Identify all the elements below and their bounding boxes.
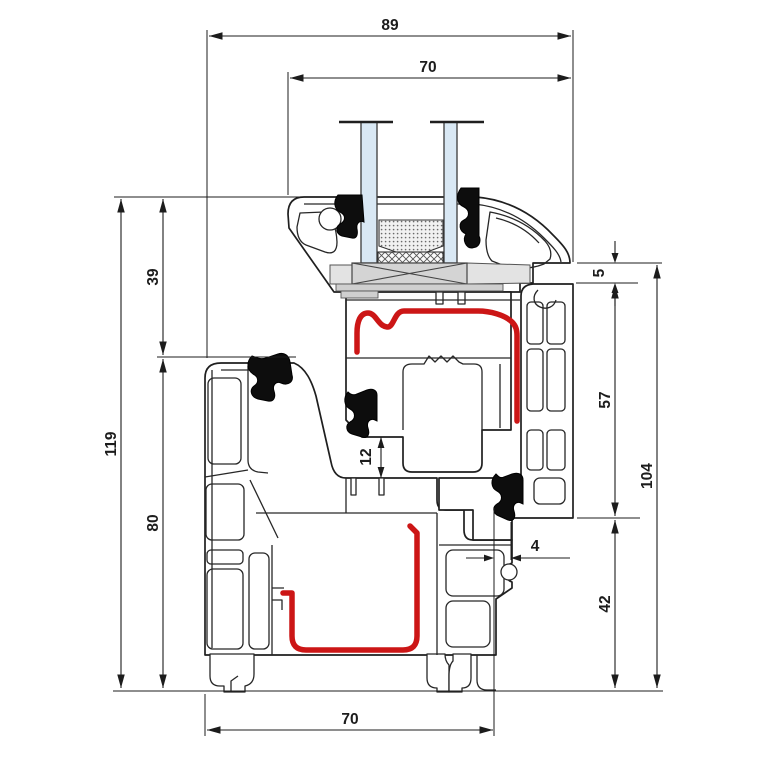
dimension-annotations: 89 70 119 39 80 5 [103,17,663,736]
glazing-gasket-inner [456,187,481,249]
dim-label-5: 5 [591,268,608,277]
frame-top-hook [533,289,557,309]
reinforcement-outline-red [280,523,420,653]
dimension-left-lower: 80 [145,359,167,688]
dimension-top-inner: 70 [290,59,571,82]
spacer-seal [377,251,444,264]
dim-label-119: 119 [103,431,120,456]
hardware-groove [402,355,483,430]
bead-boss [318,207,342,231]
dim-label-42: 42 [597,595,614,612]
dimension-left-overall: 119 [103,199,125,688]
center-seal-red [354,308,520,424]
frame-profile [204,283,574,693]
dim-label-70-bottom: 70 [341,711,358,728]
dimension-top-outer: 89 [209,17,571,40]
dim-label-70-top: 70 [419,59,436,76]
seal-lines [280,308,520,653]
dim-label-4: 4 [531,538,540,555]
screw-port-notch [500,563,518,581]
glazing-bridge-step [340,290,379,299]
center-gasket [344,388,378,438]
dim-label-104: 104 [639,463,656,489]
dimension-left-upper: 39 [145,199,167,355]
dimension-right-middle: 57 [597,285,619,516]
spacer-desiccant [378,219,444,253]
setting-block-left [329,264,353,285]
frame-foot-right [448,653,472,693]
glazing-bridge [335,283,504,292]
gaskets [247,187,524,521]
dimension-rebate-12: 12 [358,437,385,478]
sash-bottom-rail [345,291,512,473]
dimension-bottom: 70 [207,711,493,734]
setting-block-right [466,262,531,285]
glazing-unit [329,120,531,299]
sash-rebate-gasket [491,472,524,521]
dim-label-80: 80 [145,514,162,531]
frame-rebate-gasket [247,352,293,402]
dim-label-89: 89 [381,17,399,34]
dim-label-39: 39 [145,268,162,286]
glazing-gasket-outer [334,194,365,239]
frame-foot-mid [426,653,450,693]
dimension-offset-4: 4 [466,522,570,562]
dim-label-57: 57 [597,391,614,408]
frame-foot-left [209,653,255,693]
dimension-right-overall: 104 [639,265,661,688]
setting-block-cross [351,262,468,285]
frame-right-upstand [438,283,574,541]
glass-pane-inner [443,121,458,264]
dimension-right-lower: 42 [597,520,619,688]
dimension-right-gap: 5 [591,241,619,306]
glass-pane-outer [360,121,378,264]
dim-label-12: 12 [358,448,375,465]
